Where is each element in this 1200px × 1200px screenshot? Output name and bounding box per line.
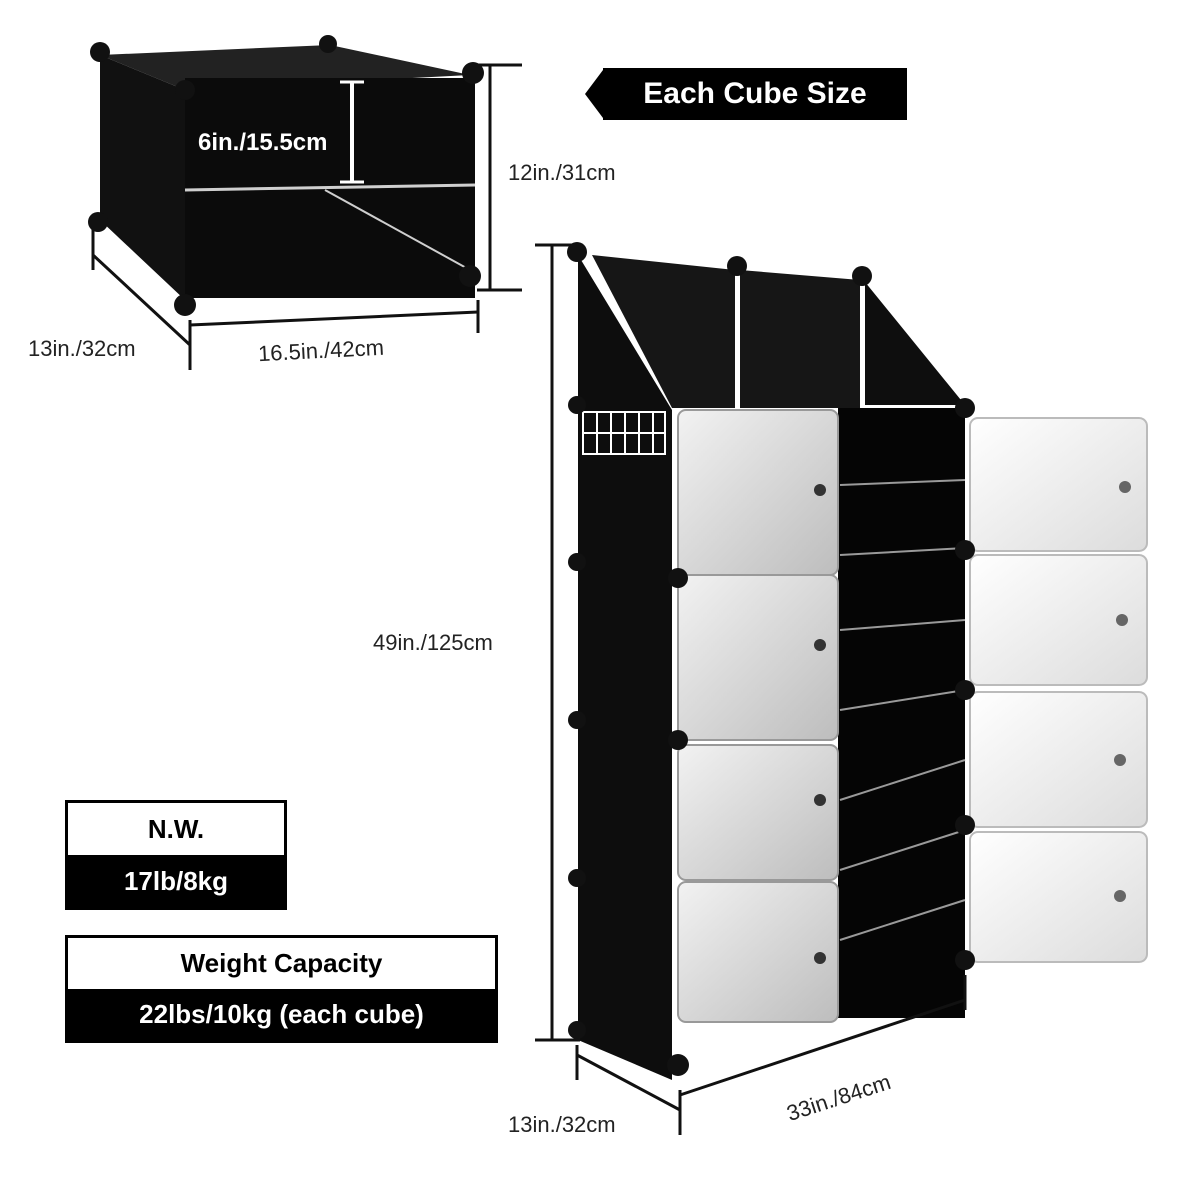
cube-front-upper	[185, 78, 475, 190]
closed-door[interactable]	[677, 881, 839, 1023]
cube-depth-label: 13in./32cm	[28, 336, 136, 361]
cube-side-panel	[100, 55, 185, 300]
net-weight-label: N.W.	[147, 813, 205, 844]
connector-knob	[462, 62, 484, 84]
door-knob	[814, 484, 826, 496]
wire-basket-icon	[582, 411, 666, 455]
unit-dimension-lines	[535, 243, 967, 1135]
closed-door[interactable]	[677, 744, 839, 881]
cube-front-lower	[185, 190, 475, 298]
cube-divider	[184, 183, 476, 192]
cube-dimension-lines	[91, 63, 522, 370]
open-door[interactable]	[969, 831, 1148, 963]
connector-knob	[459, 265, 481, 287]
badge-pointer-icon	[585, 70, 603, 118]
unit-height-label: 49in./125cm	[373, 630, 493, 655]
open-door[interactable]	[969, 417, 1148, 552]
connector-knob	[175, 80, 195, 100]
connector-knob	[90, 42, 110, 62]
door-knob	[814, 794, 826, 806]
open-door[interactable]	[969, 554, 1148, 686]
cube-size-title: Each Cube Size	[643, 77, 867, 110]
connector-knob	[319, 35, 337, 53]
cube-height-label: 12in./31cm	[508, 160, 616, 185]
door-knob	[1114, 890, 1126, 902]
closed-door[interactable]	[677, 409, 839, 576]
weight-capacity-label: Weight Capacity	[180, 948, 383, 978]
storage-unit-illustration	[567, 242, 1148, 1080]
net-weight-value: 17lb/8kg	[123, 865, 229, 896]
unit-depth-label: 13in./32cm	[508, 1112, 616, 1137]
unit-side-panel	[578, 255, 672, 1080]
single-cube-illustration	[88, 35, 484, 316]
unit-open-column	[838, 408, 965, 1018]
door-knob	[1116, 614, 1128, 626]
unit-top-panel-mid	[740, 270, 860, 408]
weight-capacity-value: 22lbs/10kg (each cube)	[139, 999, 424, 1029]
unit-top-panel-right	[865, 282, 965, 405]
weight-capacity-box: Weight Capacity 22lbs/10kg (each cube)	[65, 935, 498, 1043]
door-knob	[1114, 754, 1126, 766]
connector-knob	[174, 294, 196, 316]
connector-knob	[88, 212, 108, 232]
open-door[interactable]	[969, 691, 1148, 828]
closed-door[interactable]	[677, 574, 839, 741]
door-knob	[1119, 481, 1131, 493]
door-knob	[814, 952, 826, 964]
door-knob	[814, 639, 826, 651]
unit-connector-knobs	[567, 242, 975, 1076]
net-weight-box: N.W. 17lb/8kg	[65, 800, 287, 910]
cube-support	[324, 189, 471, 271]
unit-top-panel-left	[592, 255, 735, 408]
cube-size-badge: Each Cube Size	[603, 68, 907, 120]
cube-inner-height-label: 6in./15.5cm	[198, 129, 328, 156]
